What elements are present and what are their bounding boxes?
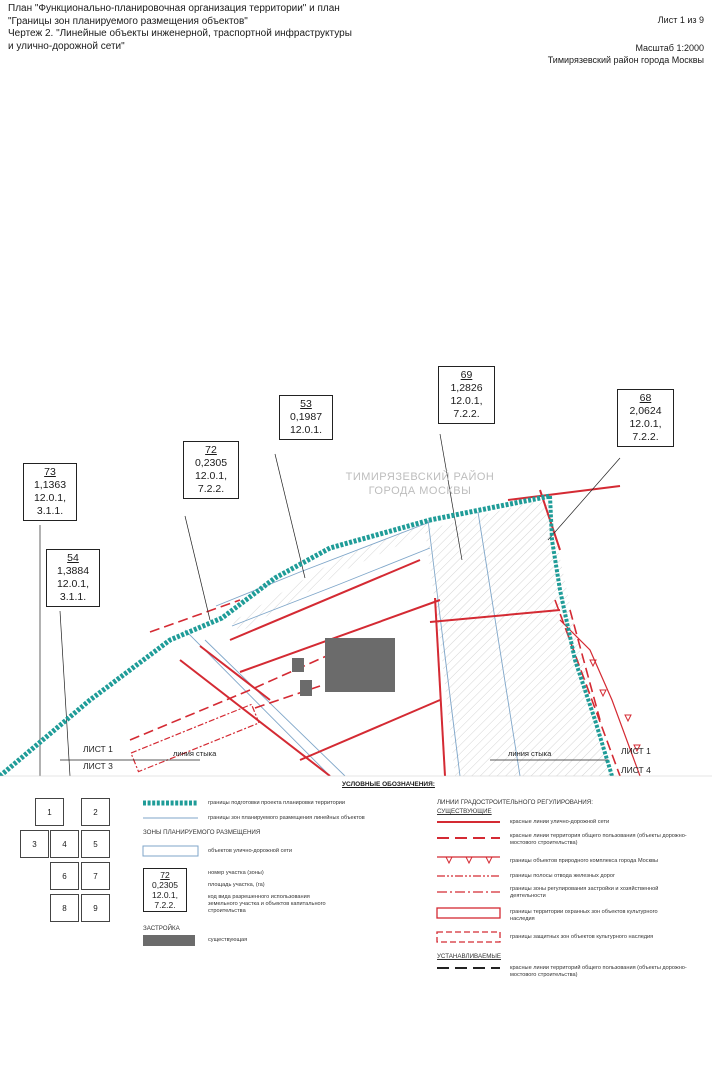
legend-reg-lines-heading: ЛИНИИ ГРАДОСТРОИТЕЛЬНОГО РЕГУЛИРОВАНИЯ: [437,799,593,806]
leader-lines [39,433,621,776]
parcel-code: 12.0.1, [33,492,67,504]
sheet-ref-1-left: ЛИСТ 1 [83,744,113,754]
parcel-callout-68: 68 2,0624 12.0.1, 7.2.2. [617,389,674,447]
grid-cell: 2 [81,798,110,826]
grid-cell: 7 [81,862,110,890]
grid-cell: 4 [50,830,79,858]
parcel-area: 1,2826 [450,382,483,394]
parcel-area: 0,2305 [194,457,228,469]
parcel-code: 12.0.1. [289,424,323,436]
planning-boundary [0,493,614,776]
protected-zone-rect [130,703,260,773]
grid-cell: 9 [81,894,110,922]
legend-buildings-existing: существующая [208,937,248,943]
hatched-zone [425,498,612,776]
natural-complex-boundary [559,619,641,776]
district-label-line-1: ТИМИРЯЗЕВСКИЙ РАЙОН [345,471,495,483]
red-dashed-lines [129,599,621,776]
legend-item-regulation: границы зоны регулирования застройки и х… [510,886,659,899]
map-scale: Масштаб 1:2000 [635,43,704,53]
legend-sample-area-desc: площадь участка, (га) [208,882,265,888]
parcel-callout-72: 72 0,2305 12.0.1, 7.2.2. [183,441,239,499]
parcel-area: 0,1987 [289,411,323,423]
parcel-number: 72 [205,444,217,456]
parcel-code: 12.0.1, [194,470,228,482]
legend-symbols [142,800,501,969]
building-small-2 [300,680,312,696]
parcel-area: 1,1363 [33,479,67,491]
grid-cell: 6 [50,862,79,890]
grid-cell: 5 [81,830,110,858]
parcel-callout-53: 53 0,1987 12.0.1. [279,395,333,440]
district-name: Тимирязевский район города Москвы [547,55,704,65]
legend-item-red-public: красные линии территория общего пользова… [510,833,687,846]
parcel-code: 12.0.1, [56,578,90,590]
legend-established-heading: УСТАНАВЛИВАЕМЫЕ [437,953,501,960]
legend-sample-number-desc: номер участка (зоны) [208,870,264,876]
parcel-number: 69 [460,369,473,381]
parcel-code: 7.2.2. [632,431,659,443]
sample-area: 0,2305 [152,880,178,890]
building-small-1 [292,658,304,672]
parcel-code: 12.0.1, [629,418,662,430]
sheet-ref-1-right: ЛИСТ 1 [621,746,651,756]
legend-boundary-linear: границы зон планируемого размещения лине… [208,815,365,821]
legend-item-railway: границы полосы отвода железных дорог [510,873,616,879]
building-main [325,638,395,692]
legend-item-heritage-buffer: границы защитных зон объектов культурног… [510,934,654,940]
parcel-area: 1,3884 [56,565,90,577]
sheet-ref-4: ЛИСТ 4 [621,765,651,775]
grid-cell: 1 [35,798,64,826]
parcel-code: 3.1.1. [59,591,87,603]
sample-number: 72 [160,870,170,880]
parcel-callout-69: 69 1,2826 12.0.1, 7.2.2. [438,366,495,424]
grid-cell: 3 [20,830,49,858]
legend-boundary-planning: границы подготовки проекта планировки те… [208,800,346,806]
joint-line-label-right: линия стыка [508,749,552,758]
sample-code: 7.2.2. [154,900,176,910]
title-line-2: "Границы зон планируемого размещения объ… [8,15,248,27]
parcel-code: 7.2.2. [197,483,225,495]
document-title: План "Функционально-планировочная органи… [8,3,478,53]
legend-item-heritage-protect: границы территории охранных зон объектов… [510,909,658,922]
legend-item-natural: границы объектов природного комплекса го… [510,858,659,864]
district-map-label: ТИМИРЯЗЕВСКИЙ РАЙОН ГОРОДА МОСКВЫ [320,470,520,498]
parcel-number: 73 [44,466,56,478]
joint-line-label-left: линия стыка [173,749,217,758]
parcel-callout-54: 54 1,3884 12.0.1, 3.1.1. [46,549,100,607]
legend-item-red-street: красные линии улично-дорожной сети [510,819,610,825]
legend-zone-road: объектов улично-дорожной сети [208,848,292,854]
sheet-number: Лист 1 из 9 [657,15,704,25]
red-lines [179,485,621,776]
title-line-3: Чертеж 2. "Линейные объекты инженерной, … [8,28,352,39]
legend-zones-heading: ЗОНЫ ПЛАНИРУЕМОГО РАЗМЕЩЕНИЯ [143,829,261,836]
parcel-code: 3.1.1. [36,505,64,517]
parcel-callout-73: 73 1,1363 12.0.1, 3.1.1. [23,463,77,521]
title-line-4: и улично-дорожной сети" [8,40,125,52]
parcel-number: 53 [300,398,312,410]
hatched-strip [232,520,430,632]
legend-sample-callout: 72 0,2305 12.0.1, 7.2.2. [143,868,187,912]
parcel-code: 7.2.2. [453,408,480,420]
legend-buildings-heading: ЗАСТРОЙКА [143,925,180,932]
legend-sample-code-desc: код вида разрешенного использования земе… [208,894,326,914]
parcel-number: 54 [67,552,79,564]
parcel-code: 12.0.1, [450,395,483,407]
grid-cell: 8 [50,894,79,922]
title-line-1: План "Функционально-планировочная органи… [8,3,340,14]
sheet-ref-3: ЛИСТ 3 [83,761,113,771]
legend-item-established: красные линии территорий общего пользова… [510,965,687,978]
parcel-number: 68 [639,392,652,404]
legend-title: УСЛОВНЫЕ ОБОЗНАЧЕНИЯ: [342,781,435,788]
sample-code: 12.0.1, [152,890,178,900]
legend-existing-heading: СУЩЕСТВУЮЩИЕ [437,808,492,815]
parcel-area: 2,0624 [629,405,662,417]
district-label-line-2: ГОРОДА МОСКВЫ [368,485,472,497]
